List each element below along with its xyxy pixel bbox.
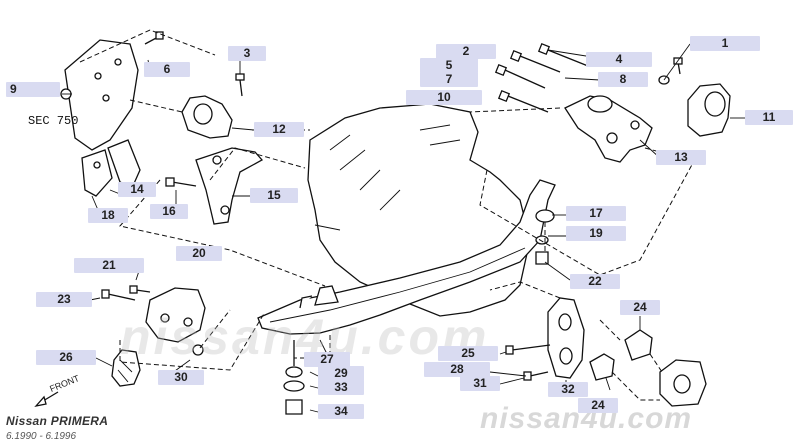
mount-bracket-20 xyxy=(101,285,206,356)
part-label-22[interactable]: 22 xyxy=(570,274,620,289)
part-label-18[interactable]: 18 xyxy=(88,208,128,223)
part-label-23[interactable]: 23 xyxy=(36,292,92,307)
part-label-19[interactable]: 19 xyxy=(566,226,626,241)
bolts-upper-right xyxy=(494,42,589,113)
part-label-27[interactable]: 27 xyxy=(304,352,350,367)
rear-mount-32 xyxy=(505,297,585,381)
part-label-11[interactable]: 11 xyxy=(745,110,793,125)
part-label-15[interactable]: 15 xyxy=(250,188,298,203)
part-label-1[interactable]: 1 xyxy=(690,36,760,51)
mount-bracket-15 xyxy=(195,147,264,225)
part-label-12[interactable]: 12 xyxy=(254,122,304,137)
part-label-20[interactable]: 20 xyxy=(176,246,222,261)
part-label-24-top[interactable]: 24 xyxy=(620,300,660,315)
part-label-6[interactable]: 6 xyxy=(144,62,190,77)
mount-bracket-8 xyxy=(564,95,653,163)
crossmember xyxy=(257,179,556,335)
part-label-14[interactable]: 14 xyxy=(118,182,156,197)
part-label-16[interactable]: 16 xyxy=(150,204,188,219)
part-label-25[interactable]: 25 xyxy=(438,346,498,361)
nut-washer-stack xyxy=(283,340,305,415)
insulators-24 xyxy=(589,329,707,407)
bolt-16 xyxy=(165,177,197,187)
nut-washer-right xyxy=(535,209,555,265)
part-label-28[interactable]: 28 xyxy=(424,362,490,377)
part-label-5[interactable]: 5 xyxy=(420,58,478,73)
part-label-34[interactable]: 34 xyxy=(318,404,364,419)
part-label-29[interactable]: 29 xyxy=(318,366,364,381)
part-label-31[interactable]: 31 xyxy=(460,376,500,391)
transmission-bracket xyxy=(60,31,164,151)
part-label-8[interactable]: 8 xyxy=(598,72,648,87)
part-label-17[interactable]: 17 xyxy=(566,206,626,221)
watermark-center: nissan4u.com xyxy=(120,309,490,365)
left-engine-mount xyxy=(181,73,245,139)
part-label-3[interactable]: 3 xyxy=(228,46,266,61)
part-label-21[interactable]: 21 xyxy=(74,258,144,273)
part-label-30[interactable]: 30 xyxy=(158,370,204,385)
mount-plates-14-18 xyxy=(81,139,141,197)
model-years: 6.1990 - 6.1996 xyxy=(6,431,77,442)
part-label-33[interactable]: 33 xyxy=(318,380,364,395)
model-name: Nissan PRIMERA xyxy=(6,414,109,428)
part-label-7[interactable]: 7 xyxy=(420,72,478,87)
right-engine-mount xyxy=(658,57,731,137)
insulator-26 xyxy=(111,349,141,387)
part-label-26[interactable]: 26 xyxy=(36,350,96,365)
part-label-4[interactable]: 4 xyxy=(586,52,652,67)
front-arrow-icon xyxy=(34,391,59,408)
part-label-10[interactable]: 10 xyxy=(406,90,482,105)
part-label-24-bottom[interactable]: 24 xyxy=(578,398,618,413)
part-label-32[interactable]: 32 xyxy=(548,382,588,397)
part-label-9[interactable]: 9 xyxy=(6,82,60,97)
label-leaders xyxy=(62,43,745,413)
section-reference: SEC 750 xyxy=(28,114,79,128)
part-label-2[interactable]: 2 xyxy=(436,44,496,59)
part-label-13[interactable]: 13 xyxy=(656,150,706,165)
